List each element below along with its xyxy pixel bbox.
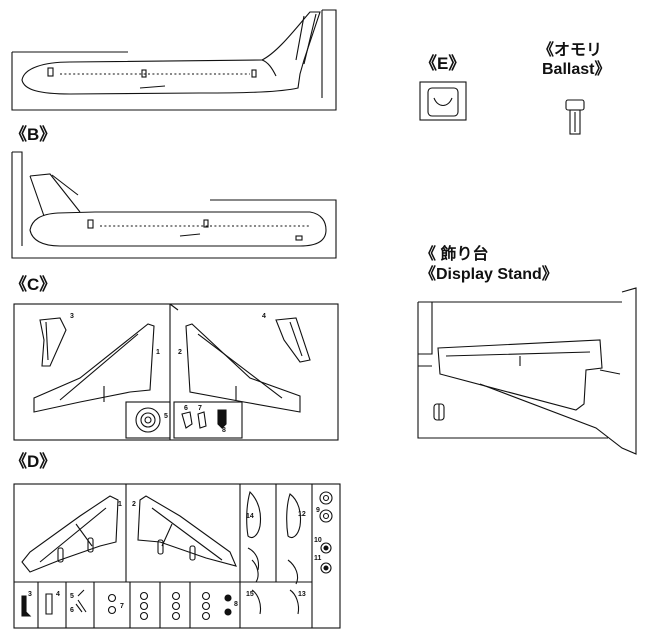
part-c-num-5: 5 xyxy=(164,413,168,420)
part-c-num-1: 1 xyxy=(156,349,160,356)
part-c-num-8: 8 xyxy=(222,427,226,434)
sprue-c-label: 《C》 xyxy=(10,275,57,294)
part-d-num-12: 12 xyxy=(298,511,306,518)
fin-part-3 xyxy=(39,317,67,367)
part-5-disc xyxy=(135,407,161,433)
part-d-num-10: 10 xyxy=(314,537,322,544)
stabiliser-left-part xyxy=(33,323,155,413)
part-d-numbers: 1 2 3 4 5 6 7 8 9 10 11 12 13 14 15 xyxy=(28,501,322,614)
ballast-weight-part xyxy=(565,99,585,135)
sprue-b-label: 《B》 xyxy=(10,125,57,144)
part-d-num-1: 1 xyxy=(118,501,122,508)
fin-part-4 xyxy=(275,317,311,363)
part-d-num-2: 2 xyxy=(132,501,136,508)
part-c-num-2: 2 xyxy=(178,349,182,356)
part-c-num-6: 6 xyxy=(184,405,188,412)
part-c-num-7: 7 xyxy=(198,405,202,412)
wing-right-part xyxy=(137,495,237,567)
engine-nacelle-parts xyxy=(246,490,302,615)
part-d-num-5: 5 xyxy=(70,593,74,600)
wheel-parts xyxy=(319,491,333,574)
sprue-d-frame xyxy=(13,483,341,629)
part-c-numbers: 1 2 3 4 5 6 7 8 xyxy=(70,313,266,434)
sprue-c-frame xyxy=(13,303,339,441)
sprue-a-fuselage-half xyxy=(11,9,337,111)
part-d-num-8: 8 xyxy=(234,601,238,608)
part-d-num-4: 4 xyxy=(56,591,60,598)
ballast-label-en: Ballast》 xyxy=(542,61,611,78)
part-d-num-14: 14 xyxy=(246,513,254,520)
ballast-label-jp: 《オモリ xyxy=(538,42,603,59)
stabiliser-right-part xyxy=(185,323,301,413)
part-c-num-3: 3 xyxy=(70,313,74,320)
stand-label-en: 《Display Stand》 xyxy=(420,266,558,283)
parts-6-7-8 xyxy=(181,409,227,429)
sprue-b-fuselage-half xyxy=(11,151,337,259)
wing-left-part xyxy=(21,495,119,573)
stand-label-jp: 《 飾り台 xyxy=(420,246,489,263)
sprue-e-label: 《E》 xyxy=(420,54,466,73)
part-d-num-11: 11 xyxy=(314,555,322,562)
part-d-num-9: 9 xyxy=(316,507,320,514)
sprue-e-part xyxy=(419,81,467,121)
part-d-num-6: 6 xyxy=(70,607,74,614)
part-d-num-3: 3 xyxy=(28,591,32,598)
display-stand-part xyxy=(417,287,637,455)
part-c-num-4: 4 xyxy=(262,313,266,320)
part-d-num-15: 15 xyxy=(246,591,254,598)
landing-gear-parts xyxy=(21,589,232,621)
sprue-d-label: 《D》 xyxy=(10,452,57,471)
part-d-num-7: 7 xyxy=(120,603,124,610)
part-d-num-13: 13 xyxy=(298,591,306,598)
